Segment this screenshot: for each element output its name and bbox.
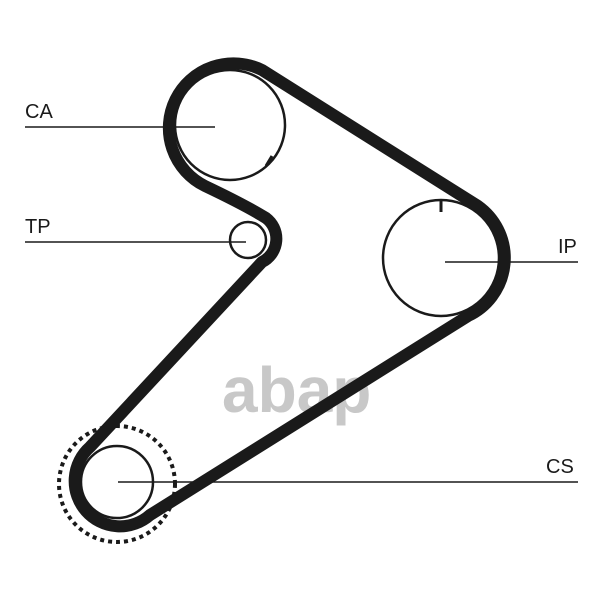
tensioner-pulley xyxy=(228,220,268,260)
label-tp: TP xyxy=(25,216,51,238)
label-cs: CS xyxy=(546,456,574,478)
camshaft-pulley xyxy=(173,68,287,182)
timing-belt xyxy=(68,57,511,533)
label-ca: CA xyxy=(25,101,53,123)
ca-timing-mark xyxy=(264,155,274,167)
injection-pump-pulley xyxy=(381,198,501,318)
label-ip: IP xyxy=(558,236,577,258)
